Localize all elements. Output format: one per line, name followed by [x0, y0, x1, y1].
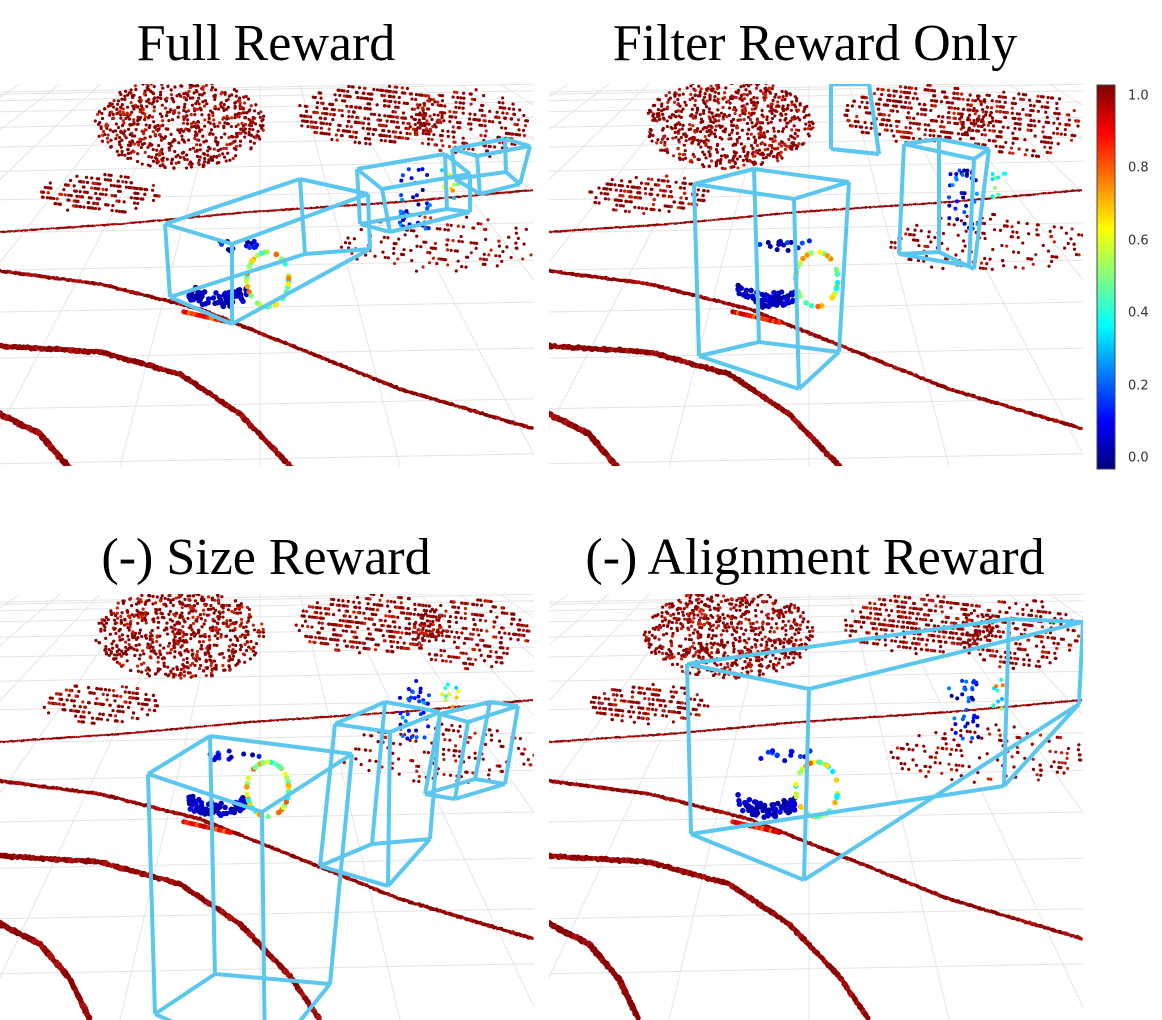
bounding-box-1: [146, 734, 354, 1020]
ground-ring: [0, 778, 534, 940]
ground-ring: [549, 852, 871, 1020]
colorbar-tick-label: 0.8: [1128, 160, 1149, 176]
colorbar-tick-label: 0.2: [1128, 378, 1149, 394]
bounding-box-2: [355, 152, 472, 234]
panel-title-filter-reward-only: Filter Reward Only: [612, 15, 1018, 72]
panel-title-minus-size-reward: (-) Size Reward: [101, 529, 431, 586]
point-cloud-view: [549, 84, 1083, 466]
tree-points: [642, 594, 815, 680]
ground-grid: [0, 594, 534, 1020]
object-point-cluster: [398, 679, 460, 741]
ground-ring: [549, 919, 641, 1020]
background-points: [339, 215, 533, 273]
ground-ring: [0, 268, 534, 430]
background-points: [42, 684, 160, 725]
ground-grid: [549, 84, 1083, 466]
object-point-cluster: [730, 238, 841, 326]
object-point-cluster: [181, 238, 292, 326]
colorbar-tick-label: 0.4: [1128, 305, 1149, 321]
bounding-box-3: [423, 700, 520, 801]
background-points: [411, 598, 531, 671]
point-cloud-view: [0, 594, 534, 1020]
background-points: [961, 599, 1081, 670]
bounding-box-2: [897, 137, 991, 271]
colorbar: [1096, 84, 1116, 470]
ground-ring: [549, 342, 843, 466]
object-point-cluster: [730, 748, 841, 836]
ground-ring: [549, 410, 621, 466]
ground-ring: [0, 410, 72, 466]
bounding-box-2: [318, 700, 442, 888]
background-points: [959, 90, 1081, 158]
point-cloud-view: [0, 84, 534, 466]
colorbar-tick-label: 0.0: [1128, 450, 1149, 466]
tree-points: [94, 594, 266, 680]
point-cloud-view: [549, 594, 1083, 1020]
ground-ring: [549, 268, 1083, 431]
bounding-box-3: [450, 137, 532, 196]
colorbar-tick-label: 0.6: [1128, 233, 1149, 249]
colorbar-gradient: [1096, 84, 1116, 470]
tree-points: [646, 84, 815, 171]
ground-ring: [0, 852, 322, 1020]
background-points: [298, 84, 447, 146]
background-points: [889, 212, 1083, 271]
background-points: [589, 682, 710, 726]
point-cloud-panel-full-reward: [0, 84, 534, 466]
ground-ring: [0, 342, 294, 466]
colorbar-tick-label: 1.0: [1128, 88, 1149, 104]
tree-points: [93, 84, 266, 170]
ground-ring: [549, 699, 1083, 744]
bounding-box-1: [685, 617, 1083, 882]
bounding-box-3: [829, 84, 881, 156]
point-cloud-panel-minus-size-reward: [0, 594, 534, 1020]
background-points: [408, 88, 530, 158]
panel-title-minus-alignment-reward: (-) Alignment Reward: [585, 529, 1045, 586]
object-point-cluster: [947, 677, 1005, 741]
bounding-box-1: [163, 177, 372, 326]
point-cloud-panel-filter-reward-only: [549, 84, 1083, 466]
bounding-box-1: [692, 167, 851, 391]
ground-ring: [549, 189, 1083, 234]
background-points: [294, 594, 444, 655]
ground-ring: [0, 919, 93, 1020]
background-points: [39, 172, 161, 214]
background-points: [588, 174, 710, 215]
panel-title-full-reward: Full Reward: [136, 15, 396, 72]
ground-grid: [549, 594, 1083, 1020]
point-cloud-panel-minus-alignment-reward: [549, 594, 1083, 1020]
